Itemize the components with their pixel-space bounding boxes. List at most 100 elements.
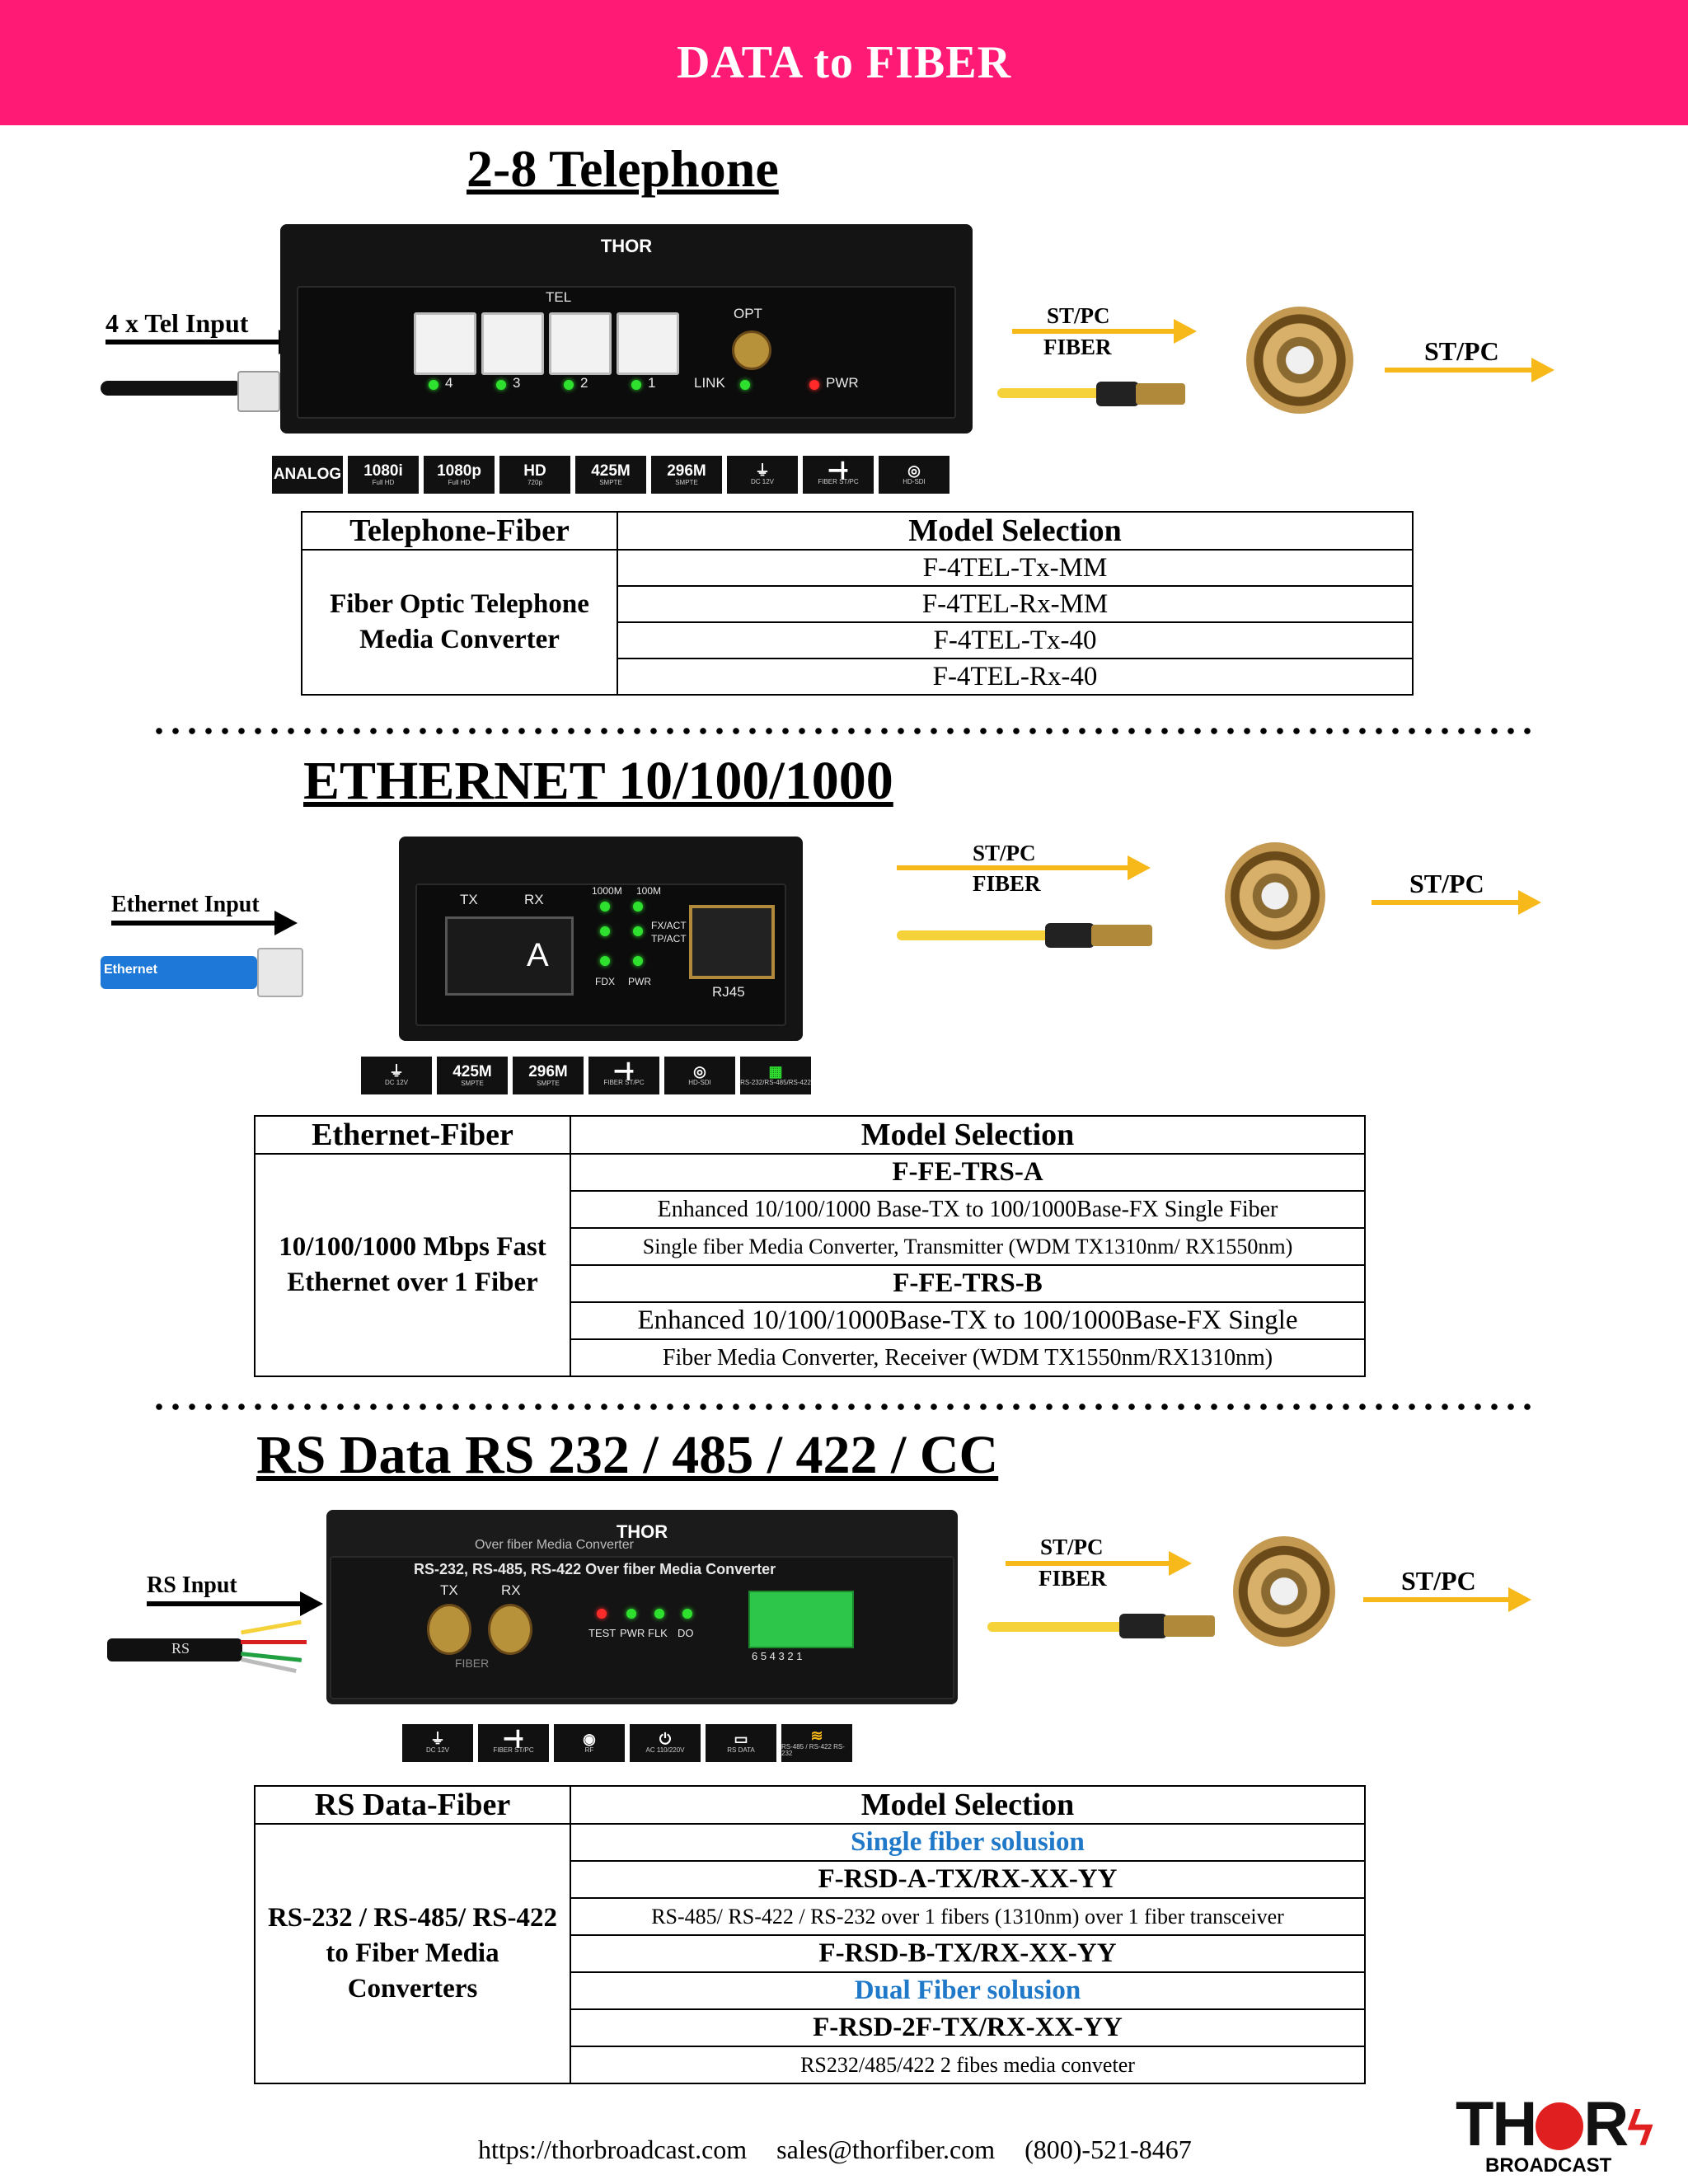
model-row: RS232/485/422 2 fibes media conveter — [570, 2046, 1366, 2084]
device-front-panel: RS-232, RS-485, RS-422 Over fiber Media … — [330, 1556, 954, 1699]
hd-sdi-icon: ◎HD-SDI — [879, 456, 950, 494]
rs-fiber-label-2: FIBER — [1039, 1566, 1107, 1591]
device-brand: THOR — [600, 236, 653, 256]
table-header-left: Ethernet-Fiber — [254, 1115, 571, 1155]
eth-led — [633, 956, 643, 967]
tel-led-2 — [564, 379, 574, 390]
table-category-cell: 10/100/1000 Mbps Fast Ethernet over 1 Fi… — [254, 1153, 571, 1377]
eth-led — [600, 956, 610, 967]
rs-wire-red — [241, 1640, 307, 1644]
rs-st-connector — [1119, 1614, 1167, 1638]
rs-led-label-do: DO — [678, 1627, 694, 1640]
eth-led — [600, 926, 610, 937]
ac-power-icon: ⏻AC 110/220V — [630, 1724, 701, 1762]
eth-plug — [257, 948, 303, 997]
model-row: F-FE-TRS-B — [570, 1264, 1366, 1303]
table-category-cell: Fiber Optic Telephone Media Converter — [301, 549, 618, 696]
tel-port-2: 2 — [580, 374, 588, 391]
eth-led — [633, 926, 643, 937]
rf-icon: ◉RF — [554, 1724, 625, 1762]
tel-jack-4 — [414, 312, 476, 375]
footer-email-link[interactable]: sales@thorfiber.com — [776, 2135, 996, 2164]
table-category-cell: RS-232 / RS-485/ RS-422 to Fiber Media C… — [254, 1823, 571, 2084]
eth-port-a: A — [527, 937, 549, 974]
rs-output-arrow — [1363, 1587, 1531, 1612]
rs-pin-numbers: 6 5 4 3 2 1 — [752, 1650, 803, 1663]
device-front-panel: TX RX A 1000M 100M FX/ACT TP/ACT FDX PWR… — [415, 883, 786, 1026]
rs-output-label: ST/PC — [1401, 1566, 1476, 1596]
dc-power-icon: ⏚DC 12V — [727, 456, 798, 494]
tel-input-arrow — [106, 330, 302, 354]
pwr-led — [809, 379, 819, 390]
footer-website-link[interactable]: https://thorbroadcast.com — [478, 2135, 748, 2164]
eth-led-pwr: PWR — [628, 976, 651, 988]
eth-fiber-label-2: FIBER — [973, 871, 1041, 896]
model-row: F-4TEL-Tx-MM — [617, 549, 1414, 587]
tel-output-arrow — [1385, 358, 1554, 382]
eth-tx-label: TX — [460, 892, 478, 908]
tel-output-label: ST/PC — [1424, 336, 1499, 366]
rs-st-ferrule — [1164, 1615, 1215, 1637]
opt-label: OPT — [734, 305, 762, 321]
eth-fiber-arrow — [897, 855, 1151, 880]
rs-fiber-arrow — [1006, 1551, 1192, 1576]
link-led — [740, 379, 750, 390]
rs-rx-label: RX — [501, 1582, 521, 1599]
table-header-left: Telephone-Fiber — [301, 511, 618, 551]
rs-cable-label: RS — [171, 1640, 190, 1657]
eth-st-coupler — [1225, 842, 1325, 949]
model-row: Single fiber Media Converter, Transmitte… — [570, 1227, 1366, 1266]
ethernet-model-table: Ethernet-Fiber Model Selection 10/100/10… — [254, 1115, 1366, 1377]
logo-subtitle: BROADCAST — [1485, 2154, 1612, 2177]
link-label: LINK — [694, 374, 725, 391]
tel-cable — [101, 381, 242, 396]
rs-fiber-label: FIBER — [455, 1657, 490, 1671]
rs-terminal-icon: ▦RS-232/RS-485/RS-422 — [740, 1057, 811, 1094]
eth-rx-label: RX — [524, 892, 544, 908]
tel-st-connector — [1096, 382, 1139, 406]
model-row: Enhanced 10/100/1000 Base-TX to 100/1000… — [570, 1190, 1366, 1229]
section-title-rs: RS Data RS 232 / 485 / 422 / CC — [256, 1425, 999, 1485]
eth-led-1000m: 1000M — [592, 885, 622, 898]
eth-fiber-label-1: ST/PC — [973, 841, 1036, 865]
model-row: F-RSD-2F-TX/RX-XX-YY — [570, 2008, 1366, 2047]
eth-led-fdx: FDX — [595, 976, 615, 988]
fiber-st-icon: ━╋FIBER ST/PC — [478, 1724, 549, 1762]
tel-jack-3 — [481, 312, 544, 375]
tel-input-label: 4 x Tel Input — [106, 308, 249, 338]
tel-led-3 — [496, 379, 506, 390]
fiber-st-icon: ━╋FIBER ST/PC — [588, 1057, 659, 1094]
section-title-telephone: 2-8 Telephone — [467, 139, 779, 198]
model-row: Fiber Media Converter, Receiver (WDM TX1… — [570, 1338, 1366, 1377]
model-row: Single fiber solusion — [570, 1823, 1366, 1862]
rs-led-label-pwr: PWR — [620, 1627, 645, 1640]
dc-power-icon: ⏚DC 12V — [361, 1057, 432, 1094]
rs-model-table: RS Data-Fiber Model Selection RS-232 / R… — [254, 1785, 1366, 2084]
rs-front-text: RS-232, RS-485, RS-422 Over fiber Media … — [414, 1561, 776, 1578]
eth-led-tpact: TP/ACT — [651, 933, 687, 945]
tel-port-3: 3 — [513, 374, 521, 391]
table-header-left: RS Data-Fiber — [254, 1785, 571, 1825]
table-header-right: Model Selection — [570, 1785, 1366, 1825]
model-row: RS-485/ RS-422 / RS-232 over 1 fibers (1… — [570, 1897, 1366, 1936]
rs-input-label: RS Input — [147, 1572, 237, 1598]
rs-tx-label: TX — [440, 1582, 458, 1599]
rj45-port — [689, 905, 775, 980]
rj45-label: RJ45 — [712, 984, 745, 1001]
eth-fiber-cable — [897, 930, 1062, 940]
rs-led-flk — [654, 1609, 664, 1619]
eth-output-label: ST/PC — [1409, 869, 1484, 898]
model-row: F-RSD-A-TX/RX-XX-YY — [570, 1860, 1366, 1899]
tel-jack-2 — [549, 312, 612, 375]
pwr-label: PWR — [826, 374, 859, 391]
model-row: F-RSD-B-TX/RX-XX-YY — [570, 1934, 1366, 1973]
